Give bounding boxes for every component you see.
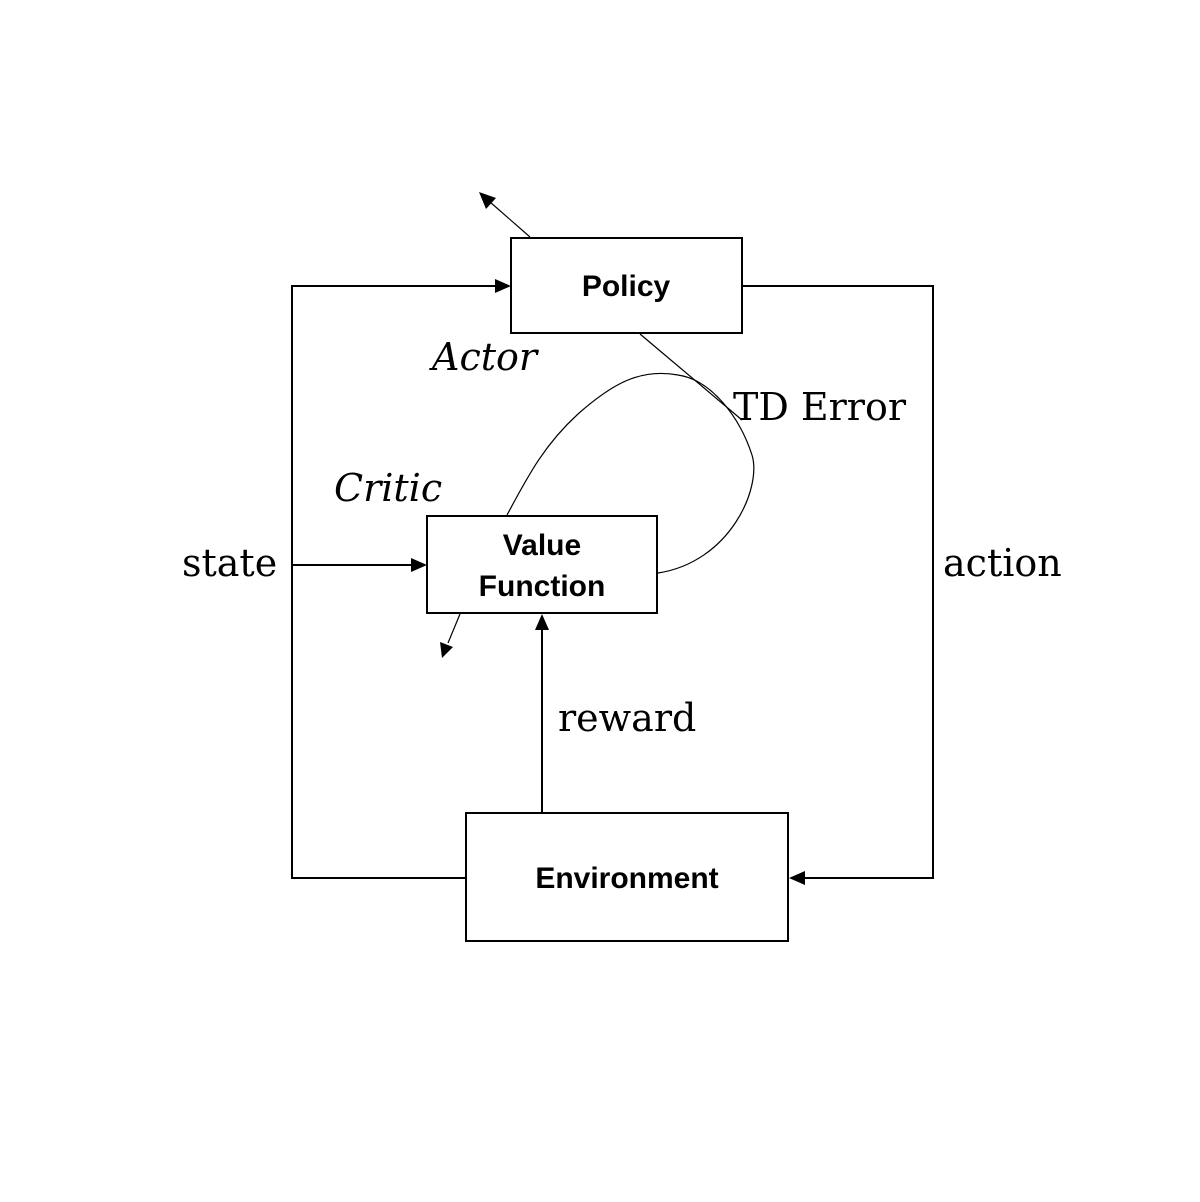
critic-update-line — [447, 613, 461, 644]
action-label: action — [943, 541, 1062, 585]
critic-label: Critic — [334, 466, 442, 510]
actor-update-line — [489, 201, 531, 238]
value-function-label-line1: Value — [503, 529, 581, 562]
actor-label: Actor — [429, 335, 540, 379]
state-to-value-arrowhead — [411, 558, 427, 572]
state-feedback-line — [291, 285, 496, 879]
critic-update-arrowhead — [440, 642, 453, 658]
environment-box — [465, 812, 789, 942]
action-to-environment-arrowhead — [789, 871, 805, 885]
td-error-label: TD Error — [733, 385, 907, 429]
policy-box — [510, 237, 743, 334]
td-error-curve — [506, 372, 755, 574]
value-function-box — [426, 515, 658, 614]
environment-label: Environment — [535, 862, 718, 895]
reward-arrowhead — [535, 614, 549, 630]
action-line — [742, 285, 934, 879]
state-label: state — [182, 541, 277, 585]
reward-label: reward — [558, 696, 696, 740]
policy-label: Policy — [582, 270, 671, 303]
state-to-policy-arrowhead — [495, 279, 511, 293]
actor-update-arrowhead — [479, 192, 496, 209]
value-function-label-line2: Function — [479, 570, 606, 603]
td-error-to-policy-line — [639, 333, 743, 421]
